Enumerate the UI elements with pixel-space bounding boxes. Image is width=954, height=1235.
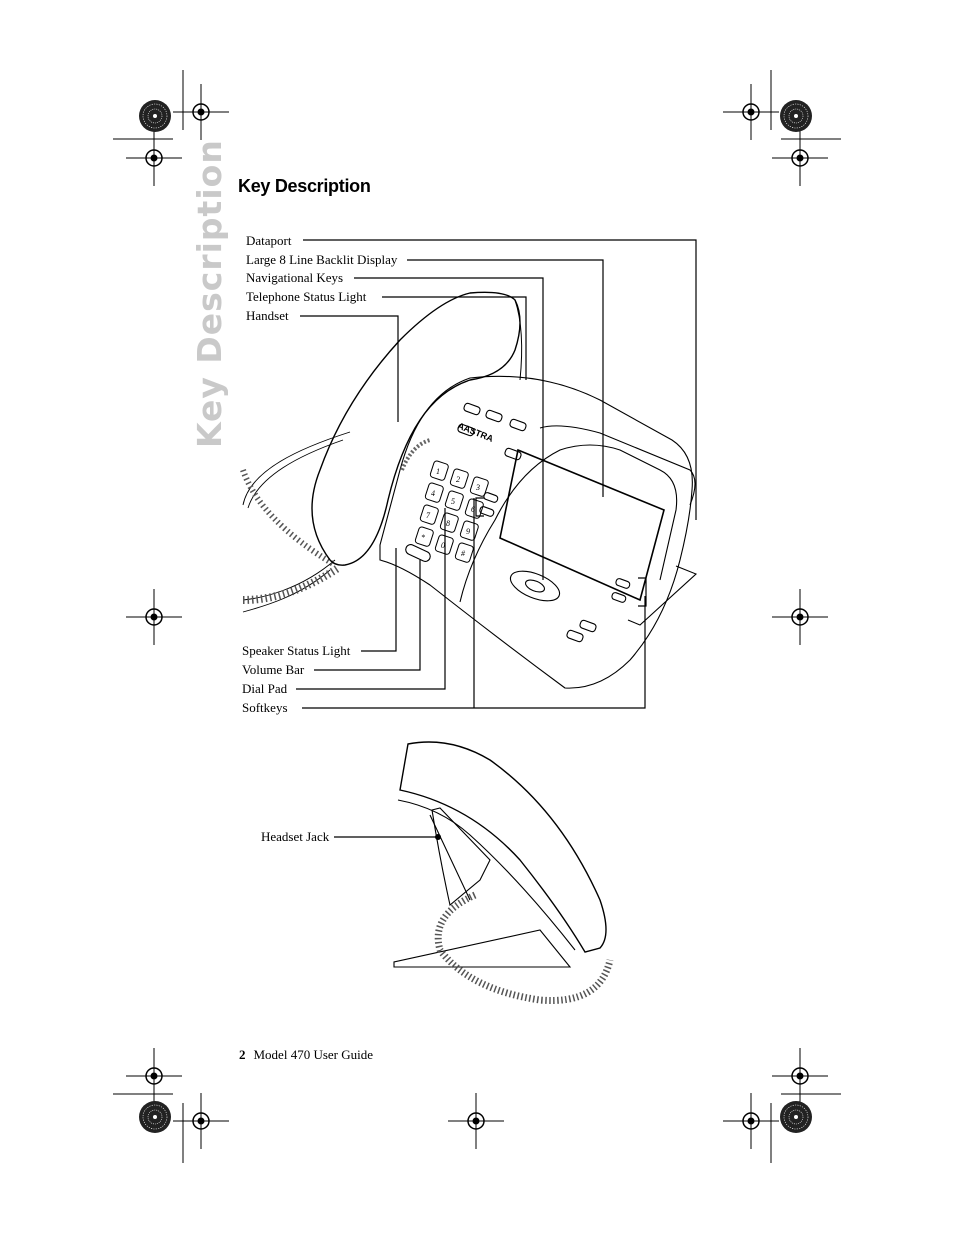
section-heading: Key Description (238, 176, 371, 196)
page-number: 2 (239, 1047, 246, 1062)
dial-key-label: 2 (456, 475, 460, 484)
dial-key-hash: # (454, 542, 474, 563)
dial-pad-keys: 1 2 3 4 5 6 7 8 9 * 0 # (414, 460, 489, 563)
dial-key-8: 8 (439, 512, 459, 533)
dial-key-label: 1 (436, 467, 440, 476)
label-handset: Handset (246, 308, 289, 323)
handset (311, 291, 521, 566)
registration-marks (125, 83, 829, 1150)
dial-key-label: 3 (475, 483, 480, 492)
label-display: Large 8 Line Backlit Display (246, 252, 398, 267)
dial-key-label: 4 (431, 489, 435, 498)
guide-title: Model 470 User Guide (253, 1047, 374, 1062)
dial-key-9: 9 (459, 520, 479, 541)
label-headset-jack: Headset Jack (261, 829, 330, 844)
label-dataport: Dataport (246, 233, 292, 248)
phone-side-illustration (393, 741, 614, 1004)
dial-key-label: 0 (441, 541, 445, 550)
label-speaker-light: Speaker Status Light (242, 643, 351, 658)
dial-key-label: 5 (451, 497, 455, 506)
dial-key-star: * (414, 526, 434, 547)
dial-key-7: 7 (419, 504, 439, 525)
crop-marks (113, 70, 841, 1163)
dial-key-label: 6 (471, 505, 475, 514)
label-volume-bar: Volume Bar (242, 662, 305, 677)
dial-key-4: 4 (424, 482, 444, 503)
dial-key-2: 2 (449, 468, 469, 489)
label-nav-keys: Navigational Keys (246, 270, 344, 285)
dial-key-label: 7 (426, 511, 431, 520)
dial-key-6: 6 (464, 498, 484, 519)
dial-key-0: 0 (434, 534, 454, 555)
dial-key-3: 3 (469, 476, 489, 497)
page-footer: 2 Model 470 User Guide (239, 1047, 373, 1063)
label-dial-pad: Dial Pad (242, 681, 288, 696)
label-softkeys: Softkeys (242, 700, 288, 715)
dial-key-label: 8 (446, 519, 450, 528)
display-screen (499, 448, 665, 602)
label-status-light: Telephone Status Light (246, 289, 367, 304)
dial-key-label: * (421, 533, 425, 542)
dial-key-label: # (461, 549, 466, 558)
dial-key-1: 1 (429, 460, 449, 481)
phone-illustration (240, 291, 698, 689)
callout-lines (296, 239, 697, 838)
dial-key-5: 5 (444, 490, 464, 511)
dial-key-label: 9 (466, 527, 470, 536)
